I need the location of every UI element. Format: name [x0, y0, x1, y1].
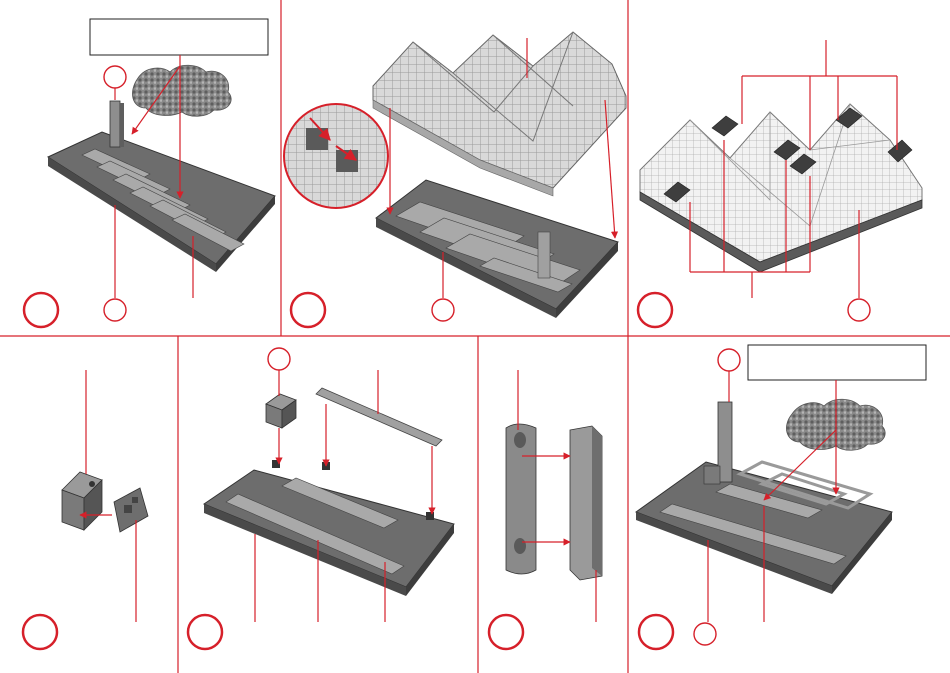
panel-7	[636, 345, 926, 649]
base-plate-icon	[48, 132, 275, 272]
foliage-icon	[132, 65, 231, 116]
step-circle	[639, 615, 673, 649]
callout-circle	[848, 299, 870, 321]
panel-2	[284, 32, 626, 327]
panel-6	[489, 370, 602, 649]
panel-4	[23, 370, 148, 649]
callout-circle	[268, 348, 290, 370]
greenhouse-roof-icon	[373, 32, 626, 196]
step-circle	[23, 615, 57, 649]
chimney-icon	[110, 101, 124, 147]
step-circle	[24, 293, 58, 327]
chimney-icon	[704, 402, 732, 484]
callout-circle-bottom	[694, 623, 716, 645]
magnifier-detail-icon	[284, 104, 388, 208]
step-circle	[489, 615, 523, 649]
step-circle	[638, 293, 672, 327]
boiler-box-icon	[266, 394, 296, 428]
step-circle	[188, 615, 222, 649]
step-circle	[291, 293, 325, 327]
base-plate-icon	[204, 460, 454, 596]
boiler-box-icon	[62, 472, 102, 530]
callout-circle-bottom	[104, 299, 126, 321]
chimney-half-icon	[506, 424, 602, 580]
door-panel-icon	[114, 488, 148, 532]
panel-3	[638, 40, 922, 327]
panel-1	[24, 19, 275, 327]
base-plate-icon	[376, 180, 618, 318]
panel-5	[188, 348, 454, 649]
callout-circle	[432, 299, 454, 321]
note-box-panel-7	[748, 345, 926, 380]
callout-circle	[104, 66, 126, 88]
beam-icon	[316, 388, 442, 446]
callout-circle	[718, 349, 740, 371]
note-box-panel-1	[90, 19, 268, 55]
